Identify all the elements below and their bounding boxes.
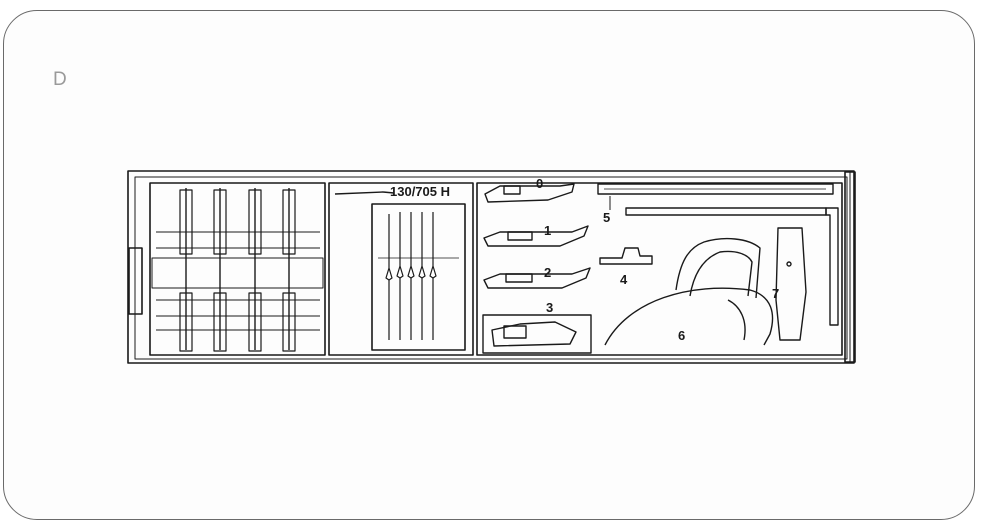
- tray-inner-rim: [134, 176, 848, 360]
- bobbin-posts: [179, 189, 296, 352]
- presser-foot-2: [483, 267, 591, 289]
- part-7-tool: [775, 227, 807, 341]
- bobbin-dividers: [185, 188, 290, 350]
- part-number-6: 6: [678, 328, 685, 343]
- presser-foot-0: [484, 183, 575, 203]
- bobbin-compartment: [149, 182, 326, 356]
- part-number-4: 4: [620, 272, 628, 287]
- part-6-guide: [604, 237, 774, 346]
- bobbin-ridges: [156, 231, 320, 331]
- panel-letter: D: [53, 69, 67, 90]
- loose-needle-icon: [334, 191, 384, 195]
- tray-left-tab: [128, 247, 143, 315]
- part-number-3: 3: [546, 300, 553, 315]
- needle-icons: [378, 212, 459, 340]
- part-number-7: 7: [772, 286, 779, 301]
- accessory-compartment: [476, 182, 843, 356]
- part-number-5: 5: [603, 210, 610, 225]
- part-5-rods: [597, 183, 839, 326]
- diagram-card: D: [3, 10, 975, 520]
- tray-outline: [127, 170, 855, 364]
- presser-foot-1: [483, 225, 589, 247]
- part-4: [599, 247, 653, 265]
- part-number-2: 2: [544, 265, 551, 280]
- part-number-0: 0: [536, 176, 543, 191]
- needle-compartment: [328, 182, 474, 356]
- needle-pack-label: 130/705 H: [390, 184, 450, 199]
- needle-case: [371, 203, 466, 351]
- bobbin-center-bar: [151, 257, 324, 289]
- part-number-1: 1: [544, 223, 551, 238]
- presser-foot-3: [482, 314, 592, 354]
